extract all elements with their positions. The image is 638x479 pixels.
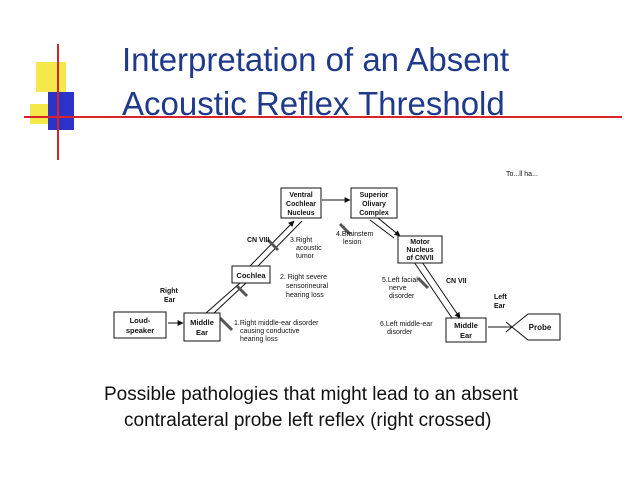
pathology-2-line-1: 2. Right severe (280, 274, 327, 281)
pathology-4-line-2: lesion (343, 239, 361, 246)
path-middle-ear-to-cochlea-b (213, 282, 247, 314)
node-rme-line-1: Middle (190, 318, 214, 327)
label-cn7: CN VII (446, 278, 467, 285)
accent-yellow-square-small (30, 104, 48, 124)
pathology-5-line-3: disorder (389, 293, 415, 300)
node-motor-nucleus-cn7: Motor Nucleus of CNVII (397, 235, 443, 264)
pathology-1: 1.Right middle-ear disorder causing cond… (234, 320, 319, 343)
label-left-ear-2: Ear (494, 303, 506, 310)
lesion-mark-1 (218, 316, 234, 332)
node-cochlea: Cochlea (231, 265, 271, 284)
node-cochlea-label: Cochlea (236, 271, 266, 280)
lesion-mark-2 (235, 284, 249, 298)
lesion-marks (218, 222, 430, 332)
path-middle-ear-to-cochlea-a (205, 282, 241, 314)
accent-horizontal-line (24, 116, 622, 118)
node-superior-olivary-complex: Superior Olivary Complex (350, 187, 398, 219)
path-soc-to-motor-a (369, 219, 395, 239)
caption-line-1: Possible pathologies that might lead to … (104, 384, 519, 405)
slide-title: Interpretation of an Absent Acoustic Ref… (122, 38, 622, 126)
pathology-4-line-1: 4.Brainstem (336, 231, 374, 238)
node-lme-line-2: Ear (460, 331, 472, 340)
pathology-1-line-3: hearing loss (240, 336, 278, 343)
path-motor-to-left-me-b (421, 261, 461, 319)
label-left-ear-1: Left (494, 294, 508, 301)
node-vcn-line-1: Ventral (289, 192, 312, 199)
pathology-2: 2. Right severe sensorineural hearing lo… (280, 274, 328, 299)
lesion-mark-3 (266, 238, 280, 252)
slide-title-line-2: Acoustic Reflex Threshold (122, 85, 505, 122)
node-soc-line-1: Superior (360, 192, 389, 199)
path-motor-to-left-me-a (413, 261, 453, 319)
node-soc-line-2: Olivary (362, 201, 386, 208)
pathology-6-line-1: 6.Left middle-ear (380, 321, 433, 328)
pathology-6-line-2: disorder (387, 329, 413, 336)
node-vcn-line-3: Nucleus (287, 210, 314, 217)
header-fragment: To...ll ha... (506, 171, 538, 178)
probe-back-arrow (505, 321, 513, 333)
pathology-3-line-3: tumor (296, 253, 315, 260)
node-left-middle-ear: Middle Ear (445, 317, 487, 343)
accent-yellow-square (36, 62, 66, 92)
node-lme-line-1: Middle (454, 321, 478, 330)
node-loudspeaker-line-1: Loud- (130, 316, 151, 325)
pathology-6: 6.Left middle-ear disorder (380, 321, 433, 336)
node-rme-line-2: Ear (196, 328, 208, 337)
path-soc-to-motor-b (377, 217, 401, 237)
pathology-3: 3.Right acoustic tumor (290, 237, 322, 260)
path-cochlea-to-vcn-b (257, 220, 303, 267)
node-vcn-line-2: Cochlear (286, 201, 316, 208)
label-right-ear-1: Right (160, 288, 179, 295)
node-probe: Probe (511, 313, 561, 341)
slide-caption: Possible pathologies that might lead to … (104, 382, 624, 434)
accent-vertical-line (57, 44, 59, 160)
node-loudspeaker: Loud- speaker (113, 311, 167, 339)
pathology-4: 4.Brainstem lesion (336, 231, 374, 246)
pathology-3-line-2: acoustic (296, 245, 322, 252)
caption-line-2: contralateral probe left reflex (right c… (124, 410, 492, 431)
node-motor-line-3: of CNVII (406, 255, 433, 262)
label-right-ear-2: Ear (164, 297, 176, 304)
pathology-3-line-1: 3.Right (290, 237, 312, 244)
lesion-mark-4 (338, 222, 352, 236)
node-probe-label: Probe (529, 323, 552, 332)
pathology-2-line-3: hearing loss (286, 292, 324, 299)
pathway-lines (168, 197, 513, 333)
node-right-middle-ear: Middle Ear (183, 312, 221, 342)
node-loudspeaker-line-2: speaker (126, 326, 154, 335)
pathology-5-line-1: 5.Left facial (382, 277, 418, 284)
node-ventral-cochlear-nucleus: Ventral Cochlear Nucleus (280, 187, 322, 219)
node-soc-line-3: Complex (359, 210, 389, 217)
node-motor-line-2: Nucleus (406, 247, 433, 254)
lesion-mark-5 (416, 276, 430, 290)
pathology-5-line-2: nerve (389, 285, 407, 292)
pathology-1-line-2: causing conductive (240, 328, 300, 335)
slide-title-line-1: Interpretation of an Absent (122, 41, 510, 78)
pathology-2-line-2: sensorineural (286, 283, 328, 290)
accent-blue-square (48, 92, 74, 130)
pathology-1-line-1: 1.Right middle-ear disorder (234, 320, 319, 327)
node-motor-line-1: Motor (410, 239, 430, 246)
label-cn8: CN VIII (247, 237, 270, 244)
pathology-5: 5.Left facial nerve disorder (382, 277, 418, 300)
